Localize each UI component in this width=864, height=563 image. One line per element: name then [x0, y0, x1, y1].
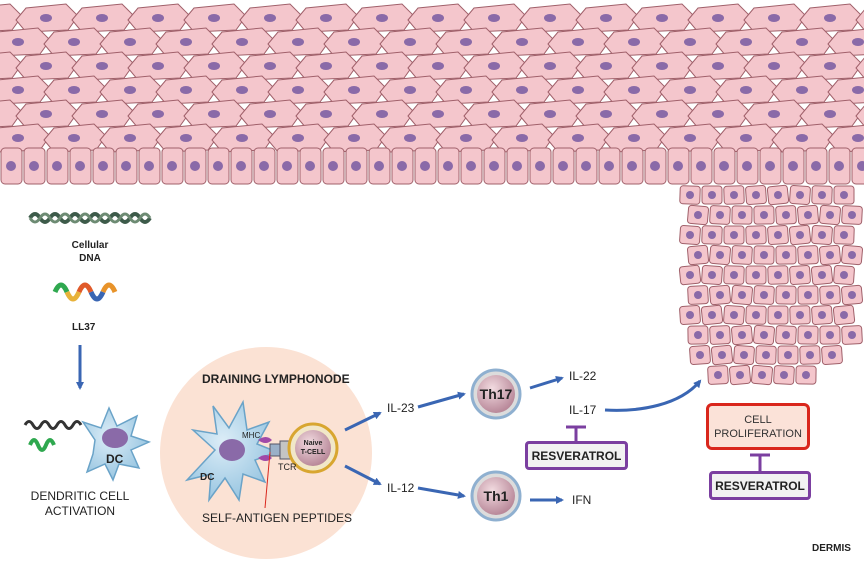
il22-label: IL-22: [569, 369, 597, 383]
dendritic-activation-label: DENDRITIC CELL ACTIVATION: [30, 489, 130, 518]
proliferating-keratinocytes: [678, 184, 863, 386]
il12-label: IL-12: [387, 481, 415, 495]
tcr-label: TCR: [278, 462, 297, 472]
arrow-il17-to-proliferation: [604, 379, 702, 412]
lymphonode-title: DRAINING LYMPHONODE: [202, 372, 350, 386]
dc-label-small: DC: [106, 452, 124, 466]
self-antigen-label: SELF-ANTIGEN PEPTIDES: [202, 511, 353, 525]
ll37-peptide-icon: [52, 282, 118, 302]
dermis-label: DERMIS: [812, 543, 851, 554]
antigen-pointer-line: [264, 451, 271, 509]
dendritic-cell-small-icon: [81, 406, 152, 482]
dna-icon: [28, 212, 152, 224]
basal-cell-layer: [0, 147, 864, 185]
arrow-to-il23: [344, 411, 382, 432]
keratinocyte-cell: [855, 57, 864, 79]
naive-tcell-label: Naive T-CELL: [300, 440, 326, 456]
keratinocyte-cell: [855, 105, 864, 127]
arrow-il12-to-th1: [417, 486, 466, 499]
inhibition-il17: [566, 425, 586, 442]
th1-label: Th1: [483, 488, 509, 504]
resveratrol-box-2: RESVERATROL: [709, 471, 811, 500]
dna-ll37-complex-icon: [23, 420, 83, 452]
resveratrol-box-1: RESVERATROL: [525, 441, 628, 470]
dc-label-lymph: DC: [200, 472, 215, 483]
inhibition-proliferation: [750, 453, 770, 472]
arrow-il23-to-th17: [417, 391, 466, 409]
ifn-label: IFN: [572, 493, 592, 507]
cell-proliferation-box: CELL PROLIFERATION: [706, 403, 810, 450]
epidermis-layer: [0, 3, 864, 153]
mhc-label: MHC: [242, 431, 261, 440]
il17-label: IL-17: [569, 403, 597, 417]
arrow-th17-to-il22: [529, 375, 564, 390]
arrow-to-il12: [344, 464, 382, 486]
ll37-label: LL37: [72, 322, 96, 333]
il23-label: IL-23: [387, 401, 415, 415]
th17-label: Th17: [479, 386, 513, 402]
cellular-dna-label: Cellular DNA: [71, 240, 109, 264]
keratinocyte-cell: [855, 9, 864, 31]
